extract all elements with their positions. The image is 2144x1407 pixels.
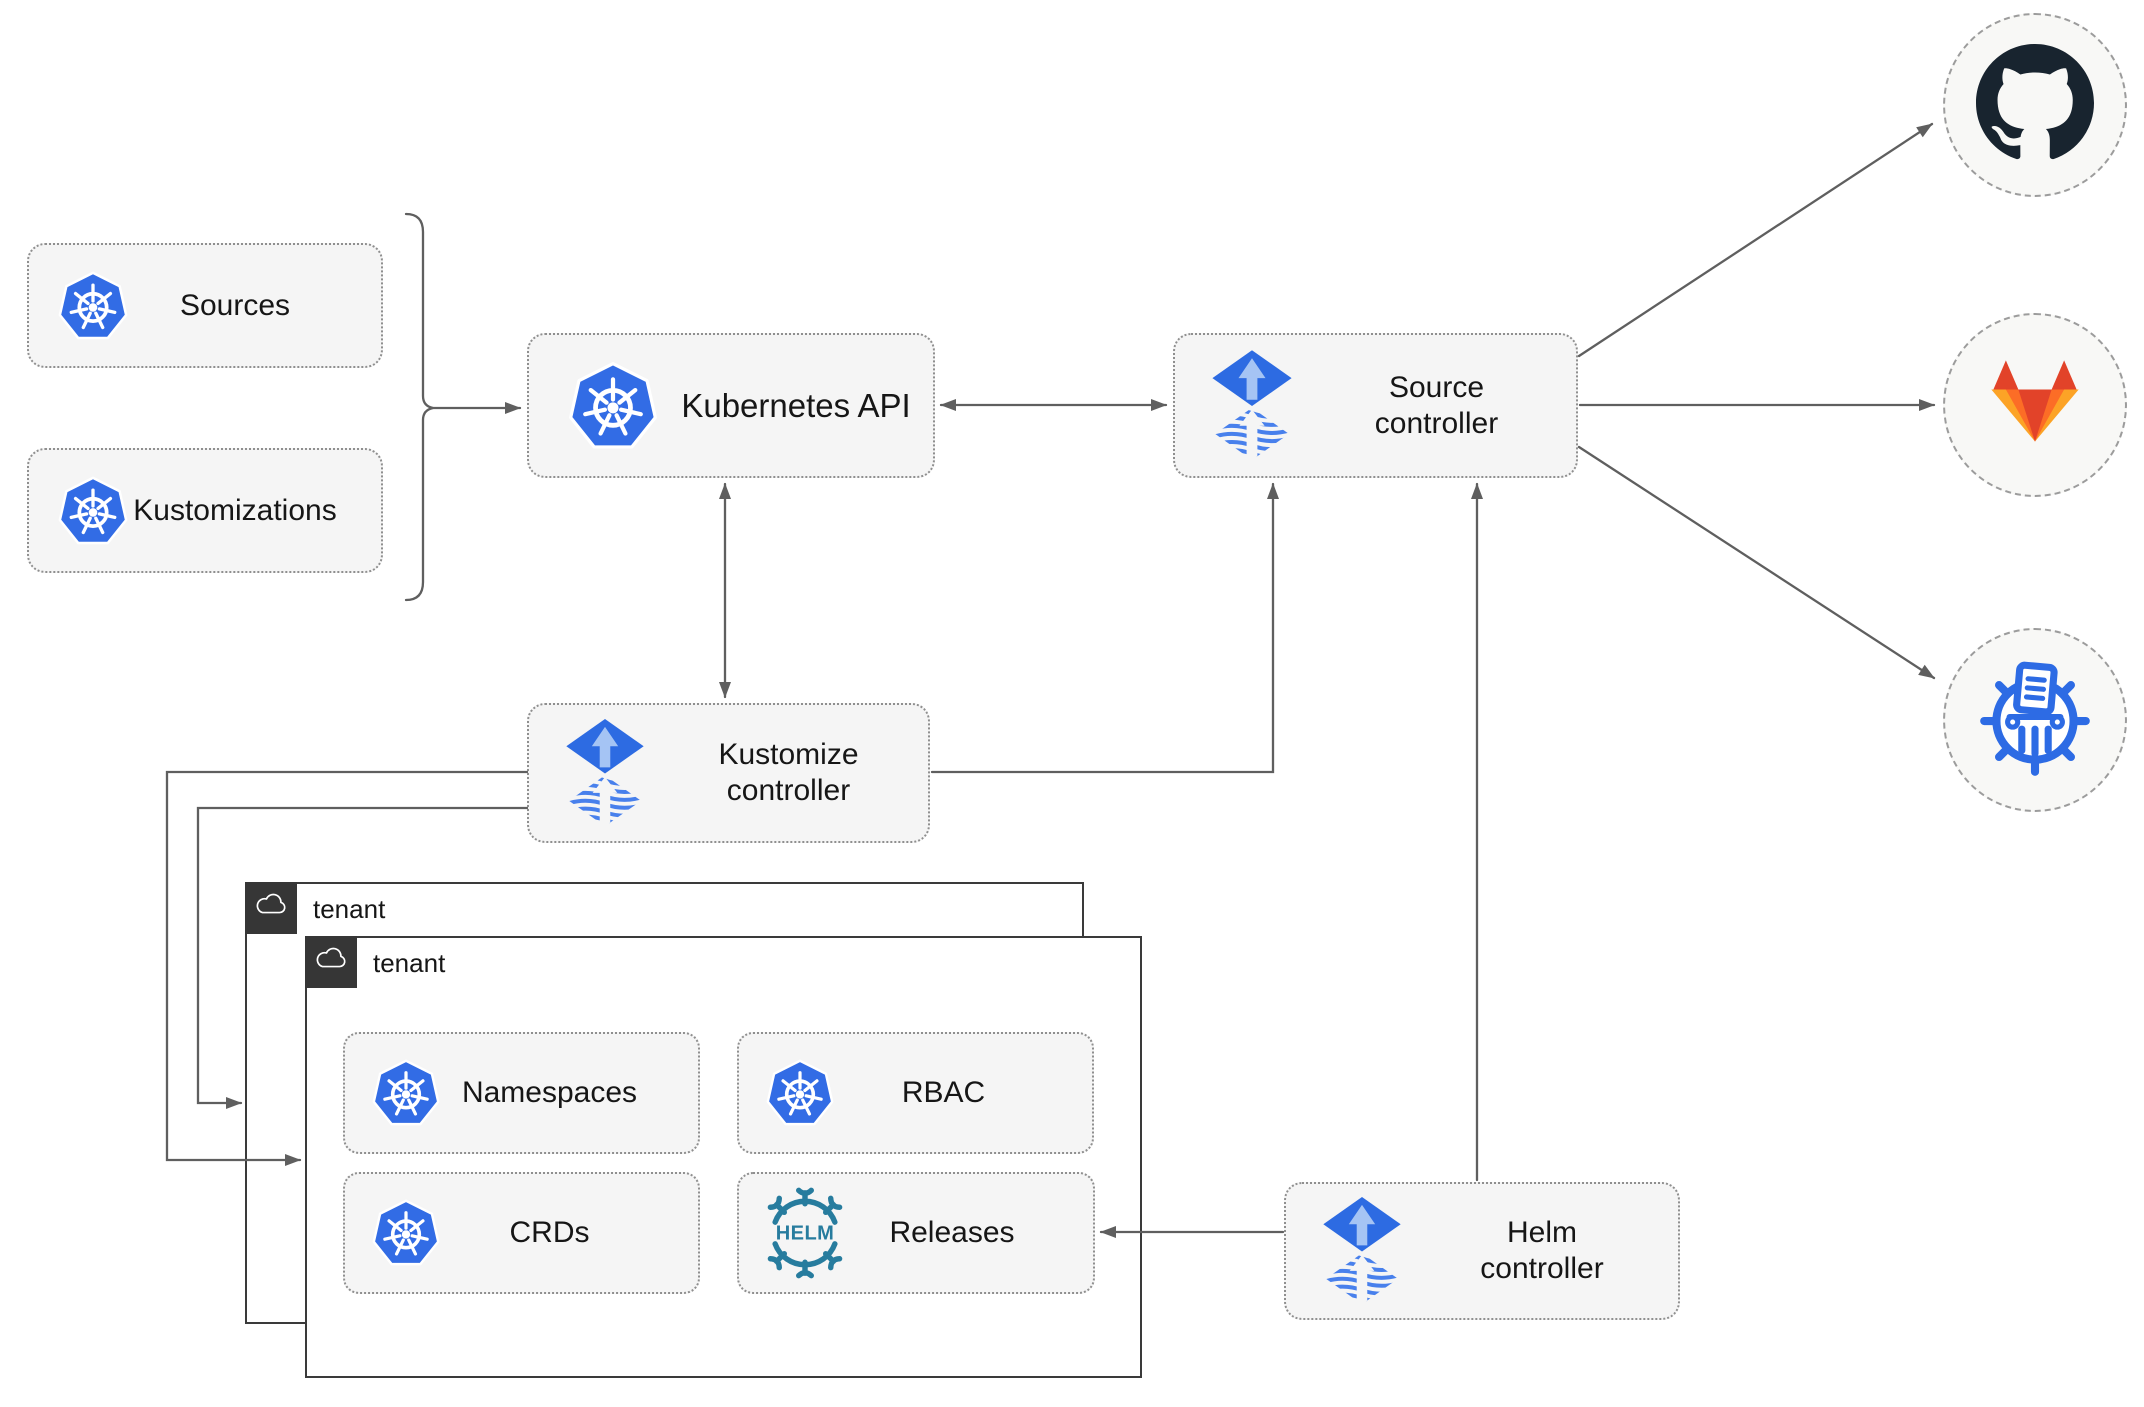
- container-registry-icon: [1969, 652, 2101, 789]
- node-kustomize-controller-label: Kustomize controller: [718, 738, 859, 807]
- external-github: [1943, 13, 2127, 197]
- bracket-sources-group: [404, 212, 434, 602]
- node-kubernetes-api-label: Kubernetes API: [681, 386, 911, 424]
- node-releases-label: Releases: [889, 1216, 1015, 1249]
- flux-icon: [561, 719, 649, 828]
- node-kustomize-controller: Kustomize controller: [527, 703, 930, 843]
- cloud-icon: [314, 947, 348, 977]
- tenant-outer-label: tenant: [313, 894, 386, 924]
- external-gitlab: [1943, 313, 2127, 497]
- node-helm-controller-label: Helm controller: [1480, 1216, 1604, 1285]
- flux-icon: [1207, 350, 1297, 462]
- external-registry: [1943, 628, 2127, 812]
- tenant-inner-label: tenant: [373, 948, 446, 978]
- node-namespaces: Namespaces: [343, 1032, 700, 1154]
- github-icon: [1976, 43, 2094, 167]
- node-rbac-label: RBAC: [901, 1076, 986, 1109]
- node-kustomizations: Kustomizations: [27, 448, 383, 573]
- node-source-controller-label: Source controller: [1374, 370, 1499, 440]
- tenant-tab: [244, 881, 297, 934]
- node-crds-label: CRDs: [509, 1216, 590, 1249]
- node-crds: CRDs: [343, 1172, 700, 1294]
- node-kustomizations-label: Kustomizations: [133, 493, 337, 527]
- connector-source-to-github: [1577, 122, 1934, 358]
- node-sources-label: Sources: [179, 288, 291, 322]
- node-source-controller: Source controller: [1173, 333, 1578, 478]
- helm-logo-text: HELM: [776, 1223, 835, 1245]
- gitlab-icon: [1983, 358, 2087, 453]
- flux-icon: [1318, 1197, 1406, 1306]
- tenant-tab: [304, 935, 357, 988]
- node-helm-controller: Helm controller: [1284, 1182, 1680, 1320]
- kubernetes-icon: [567, 360, 659, 452]
- tenant-group-inner: tenant: [304, 935, 1142, 1378]
- cloud-icon: [254, 893, 288, 923]
- node-sources: Sources: [27, 243, 383, 368]
- node-namespaces-label: Namespaces: [461, 1076, 638, 1109]
- node-rbac: RBAC: [737, 1032, 1094, 1154]
- connector-source-to-registry: [1577, 445, 1936, 680]
- helm-icon: HELM: [759, 1187, 851, 1279]
- node-kubernetes-api: Kubernetes API: [527, 333, 935, 478]
- node-releases: HELM Releases: [737, 1172, 1095, 1294]
- connector-kustomize-to-source: [930, 482, 1279, 774]
